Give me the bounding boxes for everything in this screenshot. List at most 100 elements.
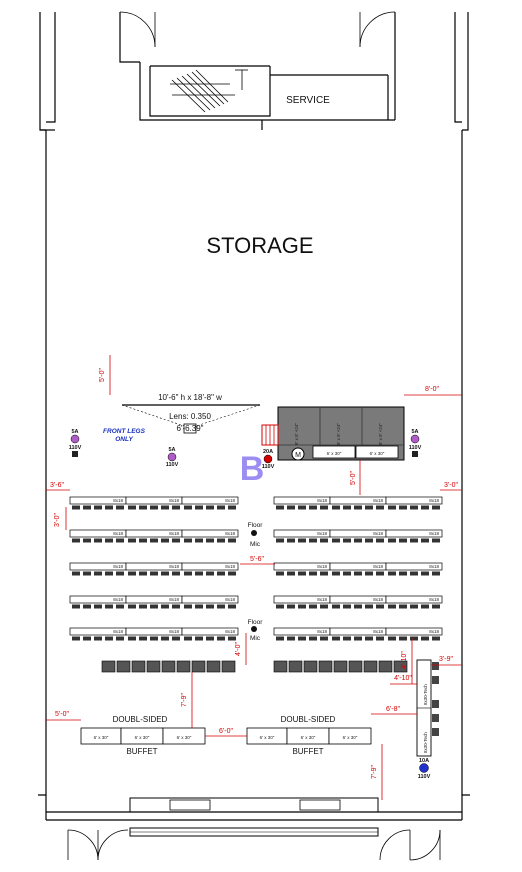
table-label: 8x18 [317,531,327,536]
chair [150,571,158,576]
chair [128,636,136,641]
chair [354,538,362,543]
table-label: 8x18 [225,597,235,602]
chair [94,604,102,609]
classroom-table: 8x18 [329,529,387,543]
throw-label: 6'-6.39" [176,424,203,433]
chair [298,505,306,510]
chair [410,604,418,609]
chair [287,505,295,510]
outlet-5a-center: 5A 110V [166,447,179,468]
classroom-table: 8x18 [273,562,331,576]
table-label: 8x18 [373,597,383,602]
chair [421,604,429,609]
back-row-chair [288,660,303,673]
chair [128,538,136,543]
monitor-icon [291,447,305,461]
chair [298,604,306,609]
lens-label: Lens: 0.350 [169,412,211,421]
svg-text:Floor: Floor [248,522,264,529]
back-row-chair [363,660,378,673]
classroom-table: 8x18 [125,529,183,543]
back-row-chair [146,660,161,673]
svg-text:5'-0": 5'-0" [350,471,357,485]
chair [421,636,429,641]
stage: 8' x 8' +24" 8' x 8' +24" 8' x 8' +24" 6… [261,406,405,461]
outlet-5a-right: 5A 110V [409,429,422,457]
chair [150,505,158,510]
svg-text:110V: 110V [166,462,179,468]
svg-text:5A: 5A [411,429,418,435]
chair [399,636,407,641]
svg-text:Floor: Floor [248,619,264,626]
table-label: 8x18 [429,564,439,569]
chair [83,636,91,641]
classroom-table: 8x18 [69,627,127,641]
buffet-right: DOUBL-SIDED 6' x 30" 6' x 30" 6' x 30" B… [246,715,372,756]
chair [206,636,214,641]
chair [287,571,295,576]
chair [150,538,158,543]
chair [161,571,169,576]
table-label: 8x18 [169,597,179,602]
svg-text:6'-8": 6'-8" [386,706,400,713]
svg-text:6' x 30": 6' x 30" [260,735,275,740]
classroom-table: 8x18 [69,562,127,576]
outlet-20a: 20A 110V [262,449,275,470]
table-label: 8x18 [373,564,383,569]
chair [139,604,147,609]
chair [376,538,384,543]
chair [365,538,373,543]
table-label: 8x18 [113,629,123,634]
svg-text:3'-0": 3'-0" [54,513,61,527]
chair [172,604,180,609]
classroom-table: 8x18 [273,595,331,609]
table-label: 8x18 [225,564,235,569]
chair [105,636,113,641]
table-label: 8x18 [373,531,383,536]
chair [332,505,340,510]
chair [105,538,113,543]
chair [276,604,284,609]
chair [309,571,317,576]
table-label: 8x18 [317,629,327,634]
chair [83,505,91,510]
chair [376,604,384,609]
classroom-table: 8x18 [385,627,443,641]
back-chair-rows [101,660,408,673]
chair [195,604,203,609]
chair [228,636,236,641]
chair [161,538,169,543]
walls [38,11,470,861]
buffet-left: DOUBL-SIDED 6' x 30" 6' x 30" 6' x 30" B… [80,715,206,756]
classroom-table: 8x18 [273,627,331,641]
table-label: 8x18 [113,564,123,569]
chair [206,538,214,543]
chair [343,604,351,609]
svg-text:3'-9": 3'-9" [439,656,453,663]
svg-text:Mic: Mic [250,635,261,642]
back-row-chair [221,660,236,673]
table-label: 8x18 [225,531,235,536]
classroom-table: 8x18 [69,529,127,543]
chair [410,505,418,510]
classroom-table: 8x18 [181,529,239,543]
classroom-table: 8x18 [181,595,239,609]
chair [343,571,351,576]
chair [399,505,407,510]
table-label: 8x18 [169,531,179,536]
screen-size-label: 10'-6" h x 18'-8" w [158,393,222,402]
chair [287,636,295,641]
chair [343,636,351,641]
chair [161,604,169,609]
chair [309,538,317,543]
chair [94,636,102,641]
chair [150,636,158,641]
outlet-5a-left: 5A 110V [69,429,82,457]
chair [184,604,192,609]
chair [217,505,225,510]
chair [184,538,192,543]
chair [320,604,328,609]
chair [410,538,418,543]
